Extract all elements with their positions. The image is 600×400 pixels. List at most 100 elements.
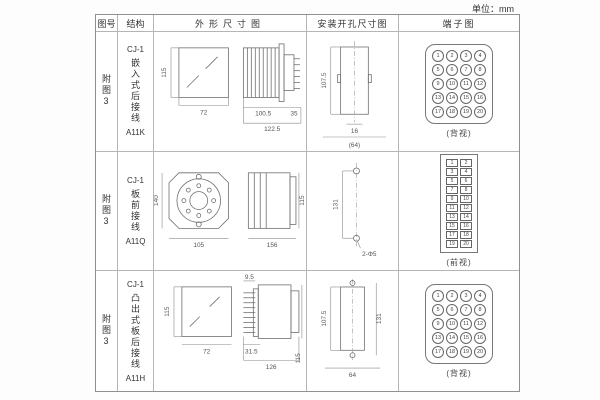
fig-label-2: 附图3 [101,193,111,228]
terminal-pin: 3 [460,49,472,62]
terminal-pin: 5 [446,176,458,185]
structure-desc-2: 板前接线 [130,188,140,233]
dim-front-height-3: 115 [164,306,171,317]
terminal-pin: 15 [460,331,472,344]
install-drawing-cell-2: 131 2-Φ5 [307,151,399,272]
terminal-pin: 8 [474,303,486,316]
terminal-pin: 19 [460,345,472,358]
dim-side-height-2: 115 [299,195,306,206]
terminal-pin: 5 [432,63,444,76]
terminal-pin: 14 [460,212,472,221]
terminal-pin: 9 [446,194,458,203]
terminal-pin: 18 [460,230,472,239]
header-terminal: 端子图 [399,15,519,32]
terminal-pin: 10 [446,317,458,330]
terminal-pin: 11 [460,77,472,90]
terminal-pin: 7 [460,63,472,76]
install-drawing-cell-1: 107.5 16 (64) [307,32,399,152]
header-install: 安装开孔尺寸图 [307,15,399,32]
terminal-view-label-2: (前视) [446,257,472,267]
header-structure: 结构 [118,15,154,32]
dim-rear-depth-1: 35 [290,111,298,118]
dim-total-depth-1: 122.5 [264,126,281,133]
header-outline: 外形尺寸图 [154,15,307,32]
dim-front-width-3: 72 [203,348,211,355]
fig-label-1: 附图3 [101,74,111,109]
terminal-pin: 7 [460,303,472,316]
terminal-pin: 10 [446,77,458,90]
fig-cell-1: 附图3 [96,32,118,152]
dim-b-1: (64) [349,142,360,149]
dim-pitch-v-3: 131 [376,313,383,324]
terminal-view-label-3: (背视) [446,368,472,378]
terminal-pin: 8 [460,185,472,194]
dimension-table: 图号 结构 外形尺寸图 安装开孔尺寸图 端子图 附图3 CJ-1 嵌入式后接线 … [95,14,520,392]
terminal-pin: 1 [432,289,444,302]
fig-cell-2: 附图3 [96,151,118,272]
terminal-pin: 7 [446,185,458,194]
dim-a-1: 16 [351,128,359,135]
terminal-pin: 16 [474,91,486,104]
terminal-pin: 6 [446,303,458,316]
dim-body-depth-2: 156 [267,242,278,249]
terminal-pin: 19 [460,105,472,118]
terminal-pin: 13 [446,212,458,221]
terminal-pin: 20 [474,345,486,358]
dim-cutout-height-3: 107.5 [321,310,328,326]
type-code-1: A11K [126,128,145,138]
outline-drawing-cell-3: 115 72 9.5 31.5 [154,271,307,391]
terminal-pin: 5 [432,303,444,316]
terminal-pin: 16 [460,221,472,230]
terminal-pin: 18 [446,345,458,358]
terminal-pin: 17 [432,105,444,118]
terminal-pin: 13 [432,331,444,344]
outline-drawing-cell-2: 140 105 156 115 [154,151,307,272]
dim-cutout-height-1: 107.5 [321,72,328,88]
model-label-2: CJ-1 [127,175,144,185]
unit-label: 单位：mm [472,4,514,14]
type-code-2: A11Q [125,236,146,246]
install-drawing-cell-3: 107.5 131 64 [307,271,399,391]
dim-front-width-2: 105 [193,242,204,249]
terminal-pin: 12 [474,317,486,330]
install-drawing-1: 107.5 16 (64) [321,41,387,149]
header-fig: 图号 [96,15,118,32]
terminal-pin: 10 [460,194,472,203]
terminal-pin: 3 [446,167,458,176]
dim-pin-depth-3: 9.5 [245,274,254,281]
terminal-pin: 6 [460,176,472,185]
terminal-pin: 20 [474,105,486,118]
dim-body-depth-1: 100.5 [255,111,272,118]
outline-drawing-2: 140 105 156 115 [154,172,306,249]
fig-label-3: 附图3 [101,314,111,349]
terminal-pin: 12 [474,77,486,90]
fig-cell-3: 附图3 [96,271,118,391]
outline-drawing-3: 115 72 9.5 31.5 [164,274,303,371]
dim-front-width-1: 72 [200,110,208,117]
terminal-pin: 2 [460,158,472,167]
dim-pitch-h-3: 64 [349,372,357,379]
terminal-pin: 4 [460,167,472,176]
terminal-pin: 16 [474,331,486,344]
structure-cell-1: CJ-1 嵌入式后接线 A11K [118,32,154,152]
terminal-pin: 17 [432,345,444,358]
terminal-pin: 11 [460,317,472,330]
dim-front-height-2: 140 [154,195,160,206]
terminal-view-label-1: (背视) [446,128,472,138]
model-label-1: CJ-1 [127,45,144,55]
terminal-pin: 9 [432,77,444,90]
terminal-pin: 2 [446,289,458,302]
dim-hole-pitch-2: 131 [333,199,340,210]
outline-drawing-1: 115 72 [161,43,302,133]
terminal-pin: 12 [460,203,472,212]
dim-collar-depth-3: 31.5 [245,348,258,355]
